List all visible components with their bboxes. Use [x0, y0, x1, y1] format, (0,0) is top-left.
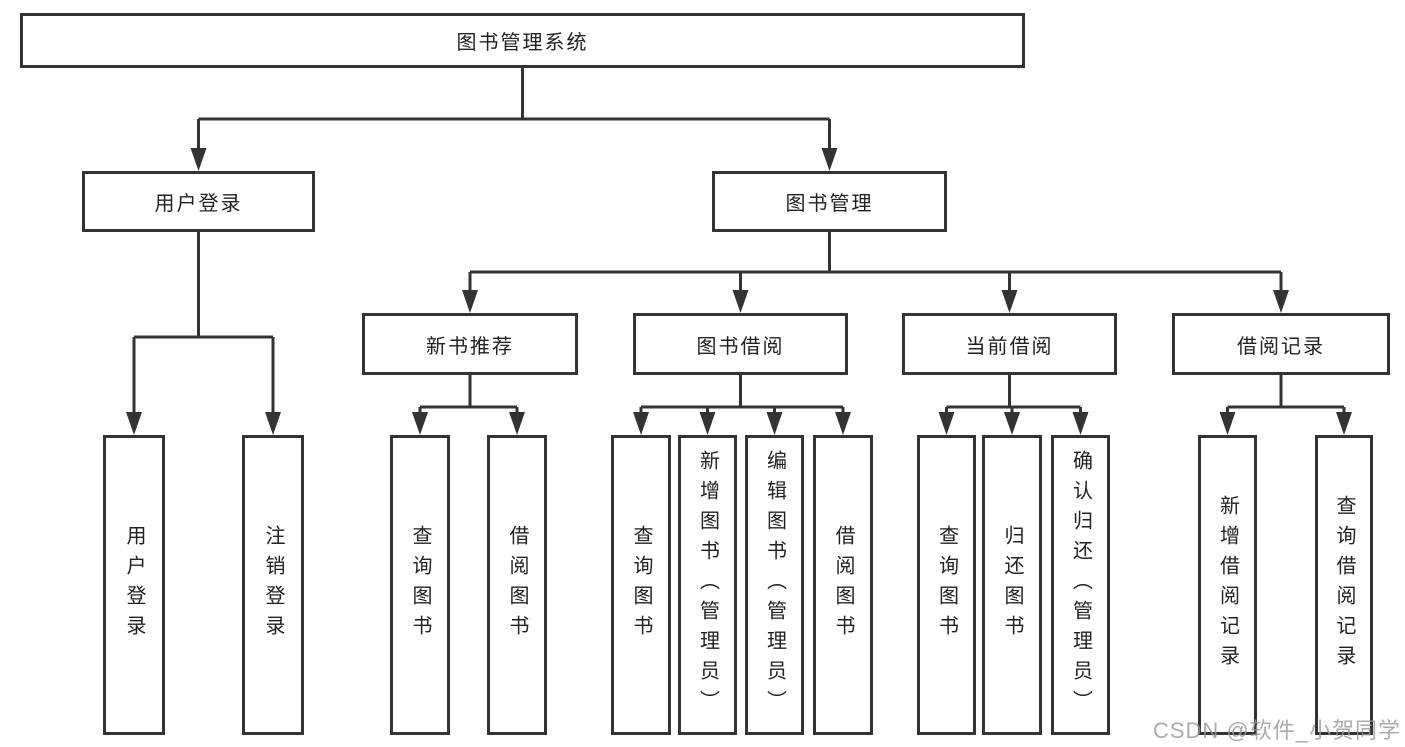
leaf-confirm-return-admin: 确认归还（管理员） — [1051, 435, 1110, 735]
node-book-management: 图书管理 — [712, 171, 947, 232]
node-current-borrowing-label: 当前借阅 — [965, 335, 1054, 358]
leaf-borrow-books-borrowing-label: 借阅图书 — [832, 525, 854, 645]
leaf-edit-book-admin-label: 编辑图书（管理员） — [763, 450, 786, 720]
leaf-query-books-recommend-label: 查询图书 — [409, 525, 431, 645]
leaf-add-book-admin-label: 新增图书（管理员） — [696, 450, 719, 720]
leaf-add-borrow-record-label: 新增借阅记录 — [1216, 495, 1239, 675]
node-current-borrowing: 当前借阅 — [902, 313, 1117, 375]
node-borrowing-records: 借阅记录 — [1172, 313, 1390, 375]
leaf-query-borrow-record-label: 查询借阅记录 — [1333, 495, 1355, 675]
node-book-borrowing-label: 图书借阅 — [696, 335, 785, 358]
leaf-return-book-label: 归还图书 — [1001, 525, 1023, 645]
leaf-logout: 注销登录 — [242, 435, 304, 735]
leaf-query-books-current: 查询图书 — [917, 435, 976, 735]
node-root: 图书管理系统 — [20, 13, 1025, 68]
node-book-borrowing: 图书借阅 — [633, 313, 848, 375]
leaf-user-login: 用户登录 — [103, 435, 165, 735]
node-book-management-label: 图书管理 — [785, 193, 874, 215]
leaf-edit-book-admin: 编辑图书（管理员） — [745, 435, 804, 735]
leaf-return-book: 归还图书 — [982, 435, 1042, 735]
leaf-borrow-books-borrowing: 借阅图书 — [813, 435, 873, 735]
leaf-query-books-borrowing-label: 查询图书 — [630, 525, 652, 645]
leaf-logout-label: 注销登录 — [262, 525, 284, 645]
watermark: CSDN @软件_小贺同学 — [1152, 718, 1401, 743]
node-user-login-label: 用户登录 — [154, 193, 243, 215]
leaf-confirm-return-admin-label: 确认归还（管理员） — [1069, 450, 1092, 720]
node-root-label: 图书管理系统 — [456, 32, 589, 54]
leaf-borrow-books-recommend-label: 借阅图书 — [506, 525, 528, 645]
node-new-book-recommendation: 新书推荐 — [362, 313, 578, 375]
leaf-user-login-label: 用户登录 — [123, 525, 145, 645]
leaf-add-book-admin: 新增图书（管理员） — [678, 435, 737, 735]
leaf-add-borrow-record: 新增借阅记录 — [1198, 435, 1257, 735]
node-new-book-recommendation-label: 新书推荐 — [426, 335, 514, 358]
node-user-login: 用户登录 — [82, 171, 315, 232]
node-borrowing-records-label: 借阅记录 — [1237, 335, 1325, 358]
leaf-borrow-books-recommend: 借阅图书 — [487, 435, 547, 735]
leaf-query-borrow-record: 查询借阅记录 — [1315, 435, 1373, 735]
leaf-query-books-recommend: 查询图书 — [390, 435, 450, 735]
leaf-query-books-borrowing: 查询图书 — [611, 435, 671, 735]
leaf-query-books-current-label: 查询图书 — [935, 525, 958, 645]
